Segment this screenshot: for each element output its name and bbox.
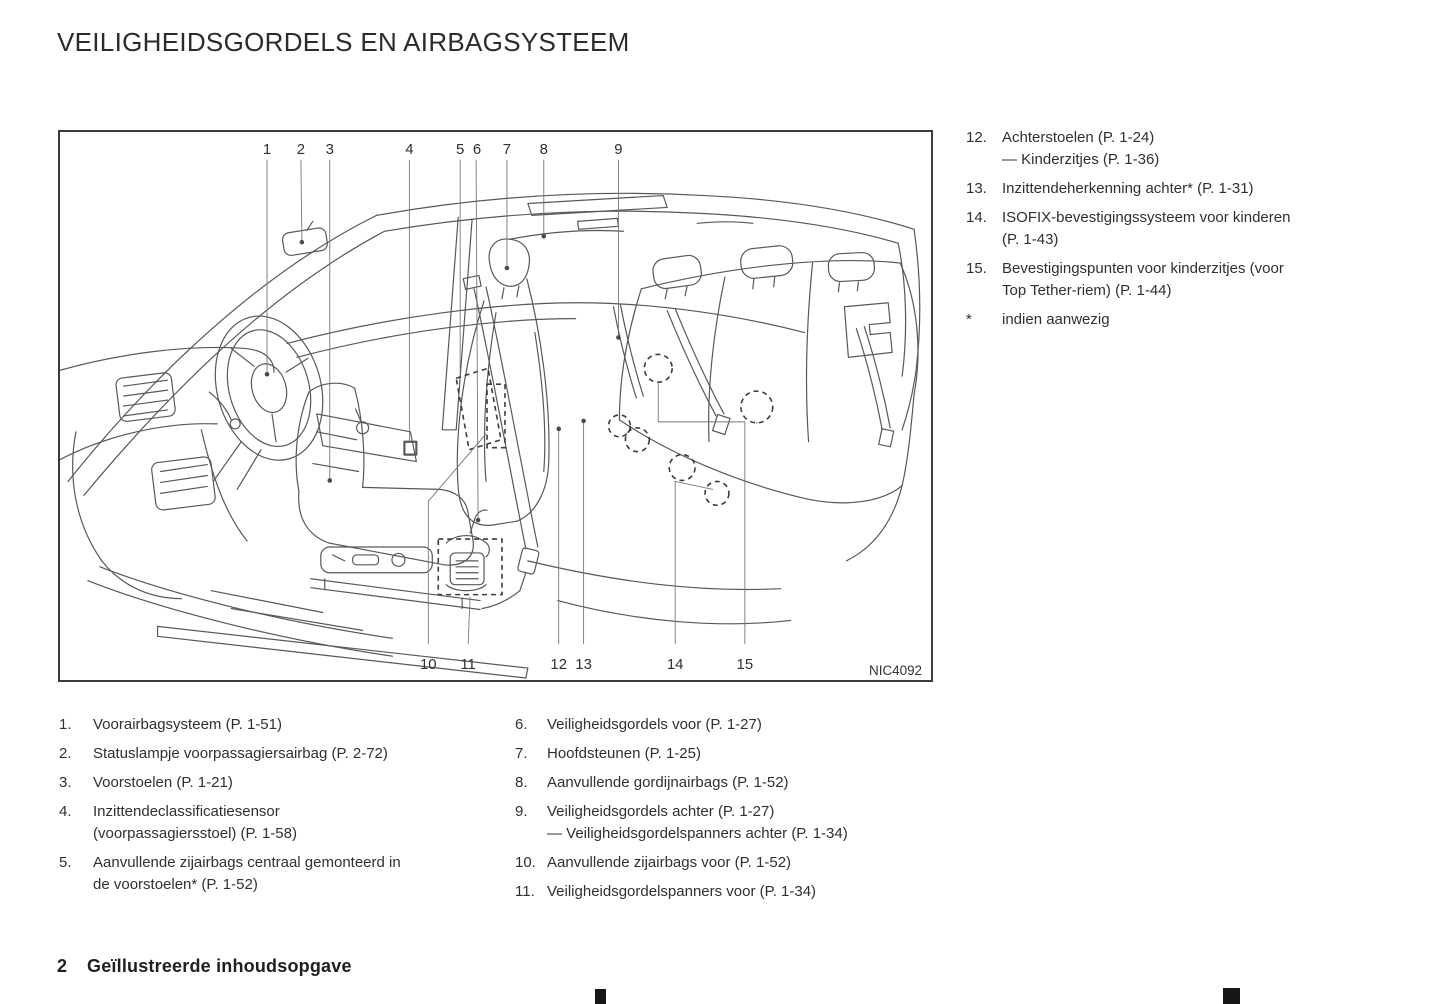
legend-item: 11. Veiligheidsgordelspanners voor (P. 1… [515, 881, 965, 903]
footnote-text: indien aanwezig [1002, 311, 1110, 328]
legend-item: 5. Aanvullende zijairbags centraal gemon… [59, 852, 504, 896]
diagram-callout: 5 [456, 142, 464, 158]
legend-item-number: 9. [515, 803, 528, 820]
leader-lines [266, 159, 758, 645]
legend-item-number: 4. [59, 803, 72, 820]
legend-item: 13. Inzittendeherkenning achter* (P. 1-3… [966, 178, 1386, 200]
section-title: Geïllustreerde inhoudsopgave [87, 956, 352, 976]
legend-item-text: Veiligheidsgordels voor (P. 1-27) [547, 716, 762, 733]
diagram-callout: 12 [550, 657, 567, 673]
legend-item-text: Voorstoelen (P. 1-21) [93, 774, 233, 791]
legend-item-number: 14. [966, 209, 987, 226]
legend-item-number: 6. [515, 716, 528, 733]
figure-frame: 1 2 3 4 5 6 7 8 9 10 11 12 13 14 15 NIC4… [58, 130, 933, 682]
footnote-asterisk: * [966, 311, 972, 328]
legend-item-number: 1. [59, 716, 72, 733]
leader-dots [264, 233, 621, 523]
legend-item-text: Inzittendeherkenning achter* (P. 1-31) [1002, 180, 1254, 197]
legend-item-text: Bevestigingspunten voor kinderzitjes (vo… [1002, 260, 1284, 299]
legend-item-text: Veiligheidsgordels achter (P. 1-27) — Ve… [547, 803, 848, 842]
diagram-callout: 7 [503, 142, 511, 158]
legend-item-number: 15. [966, 260, 987, 277]
legend-item: 12. Achterstoelen (P. 1-24) — Kinderzitj… [966, 127, 1386, 171]
legend-item: 14. ISOFIX-bevestigingssysteem voor kind… [966, 207, 1386, 251]
legend-item-text: ISOFIX-bevestigingssysteem voor kinderen… [1002, 209, 1291, 248]
figure-code: NIC4092 [869, 663, 922, 678]
diagram-callout: 3 [326, 142, 334, 158]
legend-item-number: 8. [515, 774, 528, 791]
legend-item-text: Inzittendeclassificatiesensor (voorpassa… [93, 803, 297, 842]
car-interior-diagram: 1 2 3 4 5 6 7 8 9 10 11 12 13 14 15 NIC4… [60, 142, 922, 679]
page-number: 2 [57, 956, 68, 976]
diagram-callout: 6 [473, 142, 481, 158]
diagram-callout: 14 [667, 657, 684, 673]
legend-item: 9. Veiligheidsgordels achter (P. 1-27) —… [515, 801, 965, 845]
legend-item-text: Statuslampje voorpassagiersairbag (P. 2-… [93, 745, 388, 762]
page-title: VEILIGHEIDSGORDELS EN AIRBAGSYSTEEM [57, 27, 630, 57]
callout-labels: 1 2 3 4 5 6 7 8 9 10 11 12 13 14 15 [263, 142, 753, 673]
legend-item-number: 2. [59, 745, 72, 762]
print-registration-mark [595, 989, 606, 1004]
legend-item: 3. Voorstoelen (P. 1-21) [59, 772, 504, 794]
legend-item: 8. Aanvullende gordijnairbags (P. 1-52) [515, 772, 965, 794]
legend-item: 4. Inzittendeclassificatiesensor (voorpa… [59, 801, 504, 845]
legend-item-number: 7. [515, 745, 528, 762]
diagram-callout: 4 [405, 142, 413, 158]
diagram-callout: 10 [420, 657, 437, 673]
legend-item-text: Aanvullende gordijnairbags (P. 1-52) [547, 774, 789, 791]
legend-item-text: Veiligheidsgordelspanners voor (P. 1-34) [547, 883, 817, 900]
legend-column-2: 6. Veiligheidsgordels voor (P. 1-27) 7. … [515, 714, 965, 910]
diagram-callout: 13 [575, 657, 592, 673]
diagram-callout: 15 [737, 657, 754, 673]
legend-item-number: 3. [59, 774, 72, 791]
dashed-markers [437, 353, 774, 596]
legend-item: 7. Hoofdsteunen (P. 1-25) [515, 743, 965, 765]
legend-item: 6. Veiligheidsgordels voor (P. 1-27) [515, 714, 965, 736]
legend-item: 2. Statuslampje voorpassagiersairbag (P.… [59, 743, 504, 765]
diagram-callout: 1 [263, 142, 271, 158]
diagram-callout: 8 [540, 142, 548, 158]
legend-item-text: Aanvullende zijairbags centraal gemontee… [93, 854, 401, 893]
legend-item-number: 12. [966, 129, 987, 146]
legend-item-number: 11. [515, 883, 535, 900]
legend-column-1: 1. Voorairbagsysteem (P. 1-51) 2. Status… [59, 714, 504, 903]
car-body-lines [60, 192, 921, 679]
diagram-callout: 9 [614, 142, 622, 158]
legend-item: 15. Bevestigingspunten voor kinderzitjes… [966, 258, 1386, 302]
legend-item-number: 5. [59, 854, 72, 871]
diagram-callout: 11 [460, 657, 476, 673]
page-footer: 2 Geïllustreerde inhoudsopgave [57, 956, 352, 977]
legend-column-3: 12. Achterstoelen (P. 1-24) — Kinderzitj… [966, 127, 1386, 338]
legend-item: 1. Voorairbagsysteem (P. 1-51) [59, 714, 504, 736]
print-registration-mark [1223, 988, 1240, 1004]
legend-footnote: * indien aanwezig [966, 309, 1386, 331]
legend-item-text: Aanvullende zijairbags voor (P. 1-52) [547, 854, 792, 871]
legend-item-text: Hoofdsteunen (P. 1-25) [547, 745, 701, 762]
legend-item-number: 10. [515, 854, 536, 871]
legend-item: 10. Aanvullende zijairbags voor (P. 1-52… [515, 852, 965, 874]
legend-item-text: Voorairbagsysteem (P. 1-51) [93, 716, 282, 733]
legend-item-text: Achterstoelen (P. 1-24) — Kinderzitjes (… [1002, 129, 1160, 168]
legend-item-number: 13. [966, 180, 987, 197]
diagram-callout: 2 [297, 142, 305, 158]
